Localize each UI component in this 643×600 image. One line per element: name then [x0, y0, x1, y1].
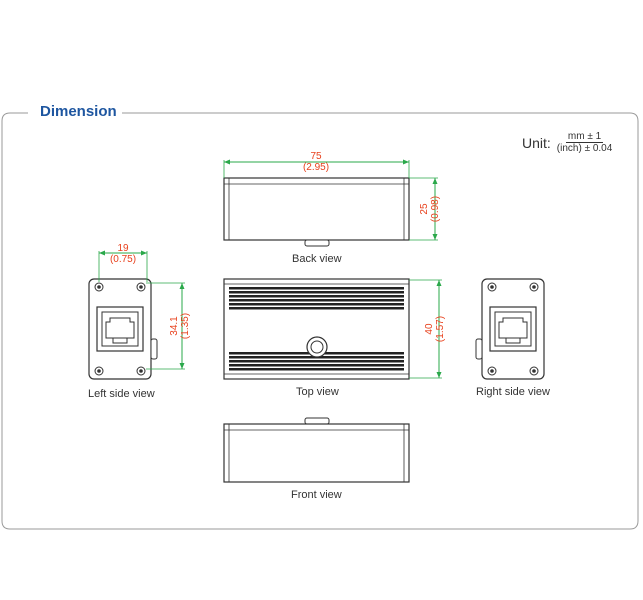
- back-height-mm: 25: [419, 203, 430, 215]
- left-width-label: 19 (0.75): [103, 243, 143, 265]
- left-width-inch: (0.75): [109, 254, 137, 265]
- front-view-caption: Front view: [291, 489, 342, 501]
- section-title: Dimension: [36, 103, 121, 120]
- back-view-drawing: [223, 159, 438, 247]
- top-view-caption: Top view: [296, 386, 339, 398]
- back-width-inch: (2.95): [302, 162, 330, 173]
- back-view-caption: Back view: [292, 253, 342, 265]
- back-height-label: 25 (0.98): [419, 189, 441, 229]
- unit-numerator: mm ± 1: [565, 131, 604, 143]
- top-height-label: 40 (1.57): [424, 309, 446, 349]
- unit-fraction: mm ± 1 (inch) ± 0.04: [555, 131, 615, 155]
- front-view-drawing: [223, 417, 410, 483]
- right-side-view-drawing: [475, 278, 545, 380]
- section-frame: [1, 112, 639, 530]
- unit-label: Unit:: [522, 135, 551, 151]
- top-view-drawing: [223, 278, 442, 380]
- left-height-label: 34.1 (1.35): [169, 304, 191, 348]
- right-side-view-caption: Right side view: [476, 386, 550, 398]
- left-side-view-drawing: [88, 250, 185, 380]
- left-height-inch: (1.35): [180, 312, 191, 340]
- back-width-label: 75 (2.95): [296, 151, 336, 173]
- top-height-inch: (1.57): [435, 315, 446, 343]
- left-height-mm: 34.1: [169, 316, 180, 336]
- back-width-mm: 75: [310, 151, 322, 162]
- left-side-view-caption: Left side view: [88, 388, 155, 400]
- unit-legend: Unit: mm ± 1 (inch) ± 0.04: [522, 131, 614, 155]
- left-width-mm: 19: [117, 243, 129, 254]
- top-height-mm: 40: [424, 323, 435, 335]
- back-height-inch: (0.98): [430, 195, 441, 223]
- unit-denominator: (inch) ± 0.04: [556, 143, 613, 154]
